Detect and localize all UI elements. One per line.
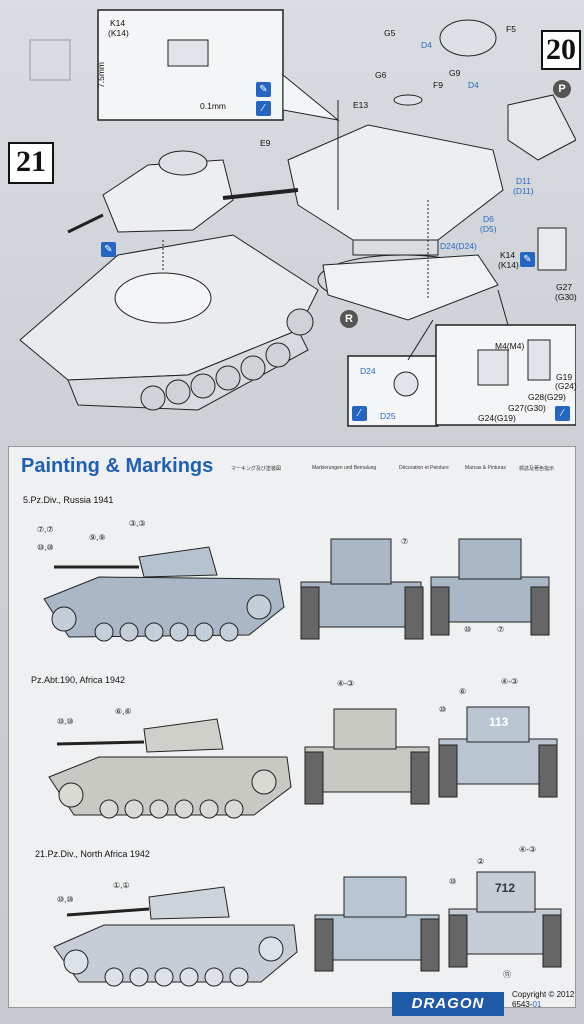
turret-number: 113 [489, 715, 509, 729]
decal-ref: ①,① [113, 881, 130, 890]
turret-small [67, 150, 234, 234]
part-label-g19: G19 [556, 372, 573, 382]
tank-rear-scheme-1 [430, 538, 550, 636]
copyright-text: Copyright © 2012 [512, 990, 575, 999]
tank-front-scheme-1 [300, 538, 424, 640]
part-label-m4: M4(M4) [495, 341, 525, 351]
lang-label-cn: 標誌及著色指示 [519, 466, 555, 472]
turret-ring [317, 254, 499, 321]
part-label-k14: K14 [110, 18, 126, 28]
decal-ref: ⑩ [464, 625, 472, 634]
tank-side-scheme-3 [53, 886, 298, 987]
part-label-k14-alt: (K14) [108, 28, 129, 38]
part-label-g27-alt: (G30) [555, 292, 577, 302]
part-label-g9: G9 [449, 68, 461, 78]
sub-part-d24: D24 [360, 366, 376, 376]
paint-icon-sub: ⁄ [352, 406, 367, 421]
part-label-k14-right: K14 [500, 250, 516, 260]
kit-code-suffix: 01 [532, 1000, 542, 1009]
scheme-title-1: 5.Pz.Div., Russia 1941 [23, 495, 114, 505]
kit-code: 6543-01 [512, 1000, 574, 1010]
part-label-f5: F5 [506, 24, 516, 34]
dimension-horizontal: 0.1mm [200, 101, 226, 111]
decal-ref: ④-③ [519, 845, 537, 854]
decal-ref: ⑦ [497, 625, 505, 634]
tank-rear-scheme-3 [448, 871, 562, 968]
decal-ref: ③,③ [129, 519, 146, 528]
part-label-d6: D6 [483, 214, 494, 224]
scheme-title-3: 21.Pz.Div., North Africa 1942 [35, 849, 150, 859]
decal-ref: ⑩ [439, 705, 447, 714]
part-label-g5: G5 [384, 28, 396, 38]
marker-p: P [553, 80, 571, 98]
marker-r: R [340, 310, 358, 328]
lang-label-jp: マーキング及び塗装図 [231, 466, 281, 472]
copyright: Copyright © 2012 6543-01 [512, 990, 574, 1010]
step-number-20: 20 [541, 30, 581, 70]
decal-ref: ⑩ [449, 877, 457, 886]
part-label-d24: D24(D24) [440, 241, 477, 251]
tank-front-scheme-2 [304, 708, 430, 805]
part-label-g19-alt: (G24) [555, 381, 577, 391]
lang-label-es: Marcas & Pinturas [465, 465, 506, 471]
decal-ref: ⑪ [503, 970, 511, 979]
part-label-g28: G28(G29) [528, 392, 566, 402]
painting-markings-section: Painting & Markings マーキング及び塗装図 Markierun… [8, 446, 576, 1008]
part-label-g24: G24(G19) [478, 413, 516, 423]
decal-ref: ② [477, 857, 485, 866]
part-label-d6-alt: (D5) [480, 224, 497, 234]
scheme-title-2: Pz.Abt.190, Africa 1942 [31, 675, 126, 685]
paint-icon: ⁄ [256, 101, 271, 116]
decal-ref: ⑦,⑦ [37, 525, 54, 534]
lang-label-fr: Décoration et Peinture [399, 465, 449, 471]
decal-ref: ⑩,⑩ [57, 717, 74, 726]
decal-ref: ⑥,⑥ [115, 707, 132, 716]
part-label-g27b: G27(G30) [508, 403, 546, 413]
part-label-d11: D11 [516, 176, 531, 186]
kit-code-prefix: 6543- [512, 1000, 533, 1009]
glue-icon-right: ✎ [520, 252, 535, 267]
decal-ref: ④-③ [501, 677, 519, 686]
part-label-e13: E13 [353, 100, 369, 110]
decal-ref: ⑨,⑨ [89, 533, 106, 542]
paint-icon-right: ⁄ [555, 406, 570, 421]
part-label-d4: D4 [421, 40, 432, 50]
tank-front-scheme-3 [314, 876, 440, 972]
part-label-f9: F9 [433, 80, 443, 90]
sub-part-d25: D25 [380, 411, 396, 421]
tank-side-scheme-1 [43, 546, 285, 642]
dragon-logo: DRAGON [392, 992, 504, 1016]
part-label-g6: G6 [375, 70, 387, 80]
assembly-section: 20 21 K14 (K14) 7.5mm 0.1mm ✎ ⁄ G5 D4 F5… [8, 0, 581, 440]
dimension-vertical: 7.5mm [95, 62, 106, 88]
turret-number: 712 [495, 881, 516, 895]
decal-ref: ④-③ [337, 679, 355, 688]
turret-large [222, 19, 504, 256]
glue-icon-hull: ✎ [101, 242, 116, 257]
step-number-21: 21 [8, 142, 54, 184]
decal-ref: ⑩,⑩ [57, 895, 74, 904]
part-label-d11-alt: (D11) [513, 186, 534, 196]
glue-icon: ✎ [256, 82, 271, 97]
tank-rear-scheme-2 [438, 706, 558, 798]
assembly-drawing [19, 9, 576, 427]
decal-ref: ⑦ [401, 537, 409, 546]
tank-side-scheme-2 [48, 718, 292, 819]
part-label-g27: G27 [556, 282, 573, 292]
hull-drawing [19, 234, 319, 411]
decal-ref: ⑩,⑩ [37, 543, 54, 552]
part-label-e9: E9 [260, 138, 271, 148]
part-label-d4-b: D4 [468, 80, 479, 90]
part-label-k14-right-alt: (K14) [498, 260, 519, 270]
painting-title: Painting & Markings [21, 455, 214, 477]
camouflage-drawings [43, 538, 562, 987]
decal-ref: ⑥ [459, 687, 467, 696]
lang-label-de: Markierungen und Bemalung [312, 465, 377, 471]
